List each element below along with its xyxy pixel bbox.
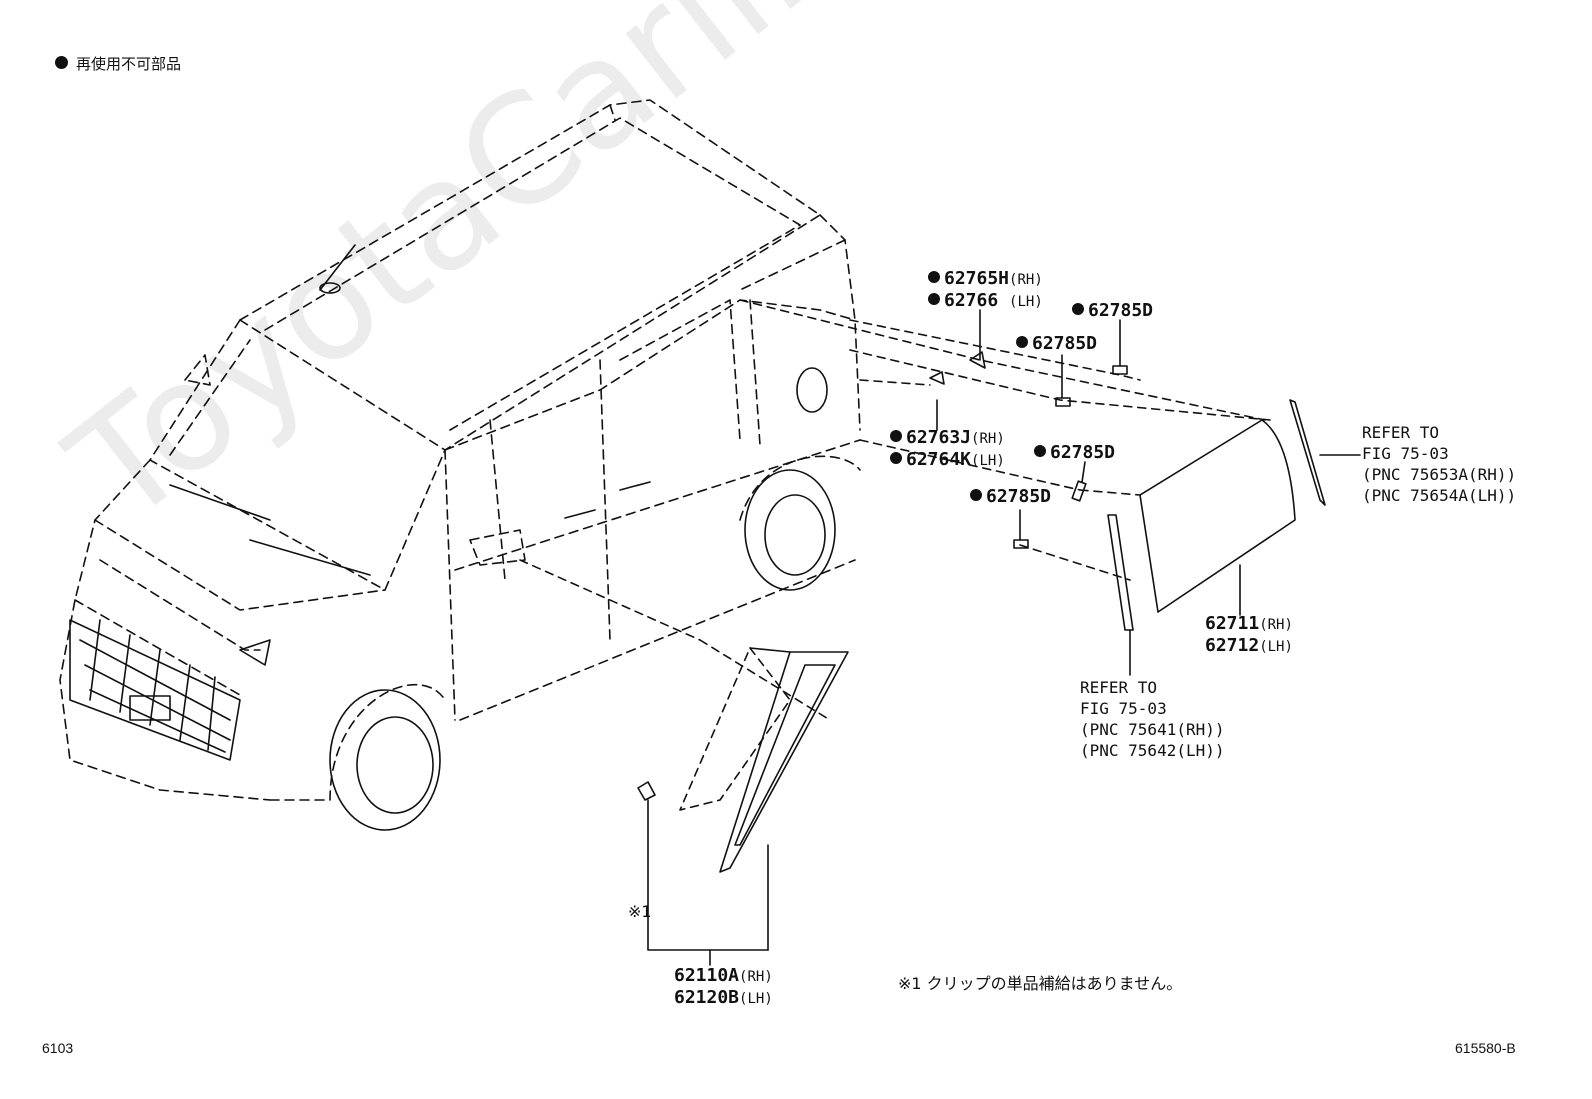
nonreusable-dot-icon [890,430,902,442]
nonreusable-dot-icon [1034,445,1046,457]
leader-lines [647,309,1361,966]
part-number: 62712 [1205,635,1260,656]
callout-62766: 62766 (LH) [928,290,1043,311]
nonreusable-dot-icon [55,56,68,69]
clip-marker: ※1 [628,902,652,921]
vehicle-details [69,244,836,831]
legend-text: 再使用不可部品 [76,55,182,73]
part-number: 62120B [674,987,740,1008]
reference-line: (PNC 75642(LH)) [1080,741,1225,760]
quarter-window-glass [1107,399,1326,631]
figure-code: 615580-B [1455,1040,1516,1056]
reference-line: (PNC 75641(RH)) [1080,720,1225,739]
part-number: 62765H [944,268,1010,289]
part-number: 62110A [674,965,740,986]
callout-62765H: 62765H(RH) [928,268,1043,289]
part-side: (LH) [971,453,1005,469]
footnote: ※1 クリップの単品補給はありません。 [898,974,1183,993]
part-number: 62763J [906,427,972,448]
callout-62785D-1: 62785D [1072,300,1153,321]
reference-line: FIG 75-03 [1362,444,1449,463]
part-side: (LH) [1009,294,1043,310]
callout-62763J: 62763J(RH) [890,427,1005,448]
part-side: (LH) [1259,639,1293,655]
part-number: 62785D [1088,300,1154,321]
reference-line: (PNC 75654A(LH)) [1362,486,1517,505]
part-number: 62785D [1050,442,1116,463]
nonreusable-dot-icon [970,489,982,501]
clips [637,351,1128,801]
part-number: 62766 [944,290,999,311]
part-number: 62711 [1205,613,1260,634]
reference-line: REFER TO [1362,423,1440,442]
callout-62785D-4: 62785D [970,486,1051,507]
part-side: (LH) [739,991,773,1007]
part-number: 62764K [906,449,972,470]
part-side: (RH) [1009,272,1043,288]
callout-62785D-3: 62785D [1034,442,1115,463]
part-number: 62785D [1032,333,1098,354]
callout-62785D-2: 62785D [1016,333,1097,354]
part-side: (RH) [1259,617,1293,633]
nonreusable-dot-icon [1016,336,1028,348]
callout-62711: 62711(RH) [1205,613,1293,634]
callout-62712: 62712(LH) [1205,635,1293,656]
reference-line: FIG 75-03 [1080,699,1167,718]
front-quarter-trim [719,647,849,873]
part-number: 62785D [986,486,1052,507]
callout-62764K: 62764K(LH) [890,449,1005,470]
part-side: (RH) [971,431,1005,447]
reference-note-lower: REFER TO FIG 75-03 (PNC 75641(RH)) (PNC … [1080,677,1225,761]
callout-62120B: 62120B(LH) [674,987,773,1008]
vehicle-outline [59,99,861,801]
reference-line: (PNC 75653A(RH)) [1362,465,1517,484]
nonreusable-dot-icon [1072,303,1084,315]
reference-line: REFER TO [1080,678,1158,697]
reference-note-upper: REFER TO FIG 75-03 (PNC 75653A(RH)) (PNC… [1362,422,1516,506]
nonreusable-dot-icon [928,293,940,305]
legend: 再使用不可部品 [55,53,181,74]
nonreusable-dot-icon [928,271,940,283]
nonreusable-dot-icon [890,452,902,464]
page-number: 6103 [42,1040,74,1056]
callout-62110A: 62110A(RH) [674,965,773,986]
assembly-lines [519,299,1271,811]
part-side: (RH) [739,969,773,985]
